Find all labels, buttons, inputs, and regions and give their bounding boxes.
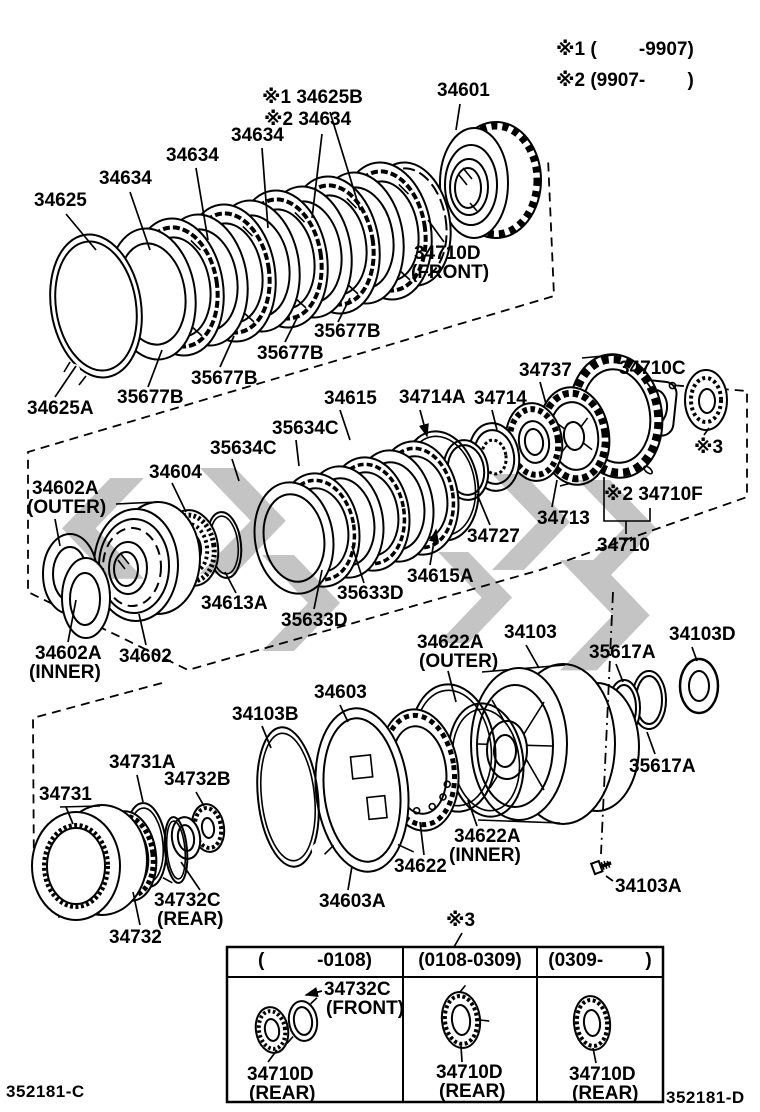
part-label-34727: 34727 <box>467 526 520 547</box>
lower-left-assembly <box>31 707 415 921</box>
part-label-34732: 34732 <box>109 927 162 948</box>
footnote-table-border <box>225 945 665 1104</box>
leader-lines <box>54 103 710 1064</box>
legend-line-1: ※1 ( -9907) <box>556 39 694 60</box>
part-label-INNER: (INNER) <box>449 845 521 866</box>
part-label-REAR: (REAR) <box>157 909 224 930</box>
footnote-table <box>225 945 665 1104</box>
part-label-REAR: (REAR) <box>439 1081 506 1102</box>
part-label-34634: 34634 <box>166 145 219 166</box>
part-label-34732C: 34732C <box>324 979 391 1000</box>
bolt-leader-line <box>600 591 614 855</box>
thrust-washer-34602a-inner <box>61 557 111 639</box>
lower-middle-assembly <box>378 591 720 876</box>
legend-line-2: ※2 (9907- ) <box>556 70 694 91</box>
part-label-35617A: 35617A <box>629 756 696 777</box>
part-label-34737: 34737 <box>519 360 572 381</box>
part-label-34710D: 34710D <box>569 1064 636 1085</box>
part-label-3: ※3 <box>694 437 724 458</box>
table-header-col2: (0108-0309) <box>418 950 522 971</box>
part-label-34714A: 34714A <box>399 387 466 408</box>
part-label-REAR: (REAR) <box>249 1083 316 1104</box>
part-label-34613A: 34613A <box>201 593 268 614</box>
footnote-table-marker: ※3 <box>446 910 476 931</box>
part-label-34615A: 34615A <box>407 566 474 587</box>
table-cell3-ring <box>572 995 612 1051</box>
part-label-34103A: 34103A <box>615 876 682 897</box>
part-label-34713: 34713 <box>537 508 590 529</box>
part-label-35677B: 35677B <box>314 321 381 342</box>
part-label-34732B: 34732B <box>164 769 231 790</box>
part-label-34103B: 34103B <box>232 704 299 725</box>
part-label-35634C: 35634C <box>210 438 277 459</box>
part-label-INNER: (INNER) <box>29 662 101 683</box>
part-label-34603: 34603 <box>314 682 367 703</box>
part-label-34710D: 34710D <box>414 243 481 264</box>
part-label-34601: 34601 <box>437 80 490 101</box>
washer-star3 <box>684 369 728 431</box>
part-label-34602A: 34602A <box>35 643 102 664</box>
page-ref-left: 352181-C <box>6 1082 85 1101</box>
part-label-FRONT: (FRONT) <box>326 998 405 1019</box>
part-label-34625A: 34625A <box>27 398 94 419</box>
table-cell2-ring <box>440 984 490 1049</box>
part-label-34103: 34103 <box>504 622 557 643</box>
part-label-34602: 34602 <box>119 646 172 667</box>
part-label-34714: 34714 <box>474 388 527 409</box>
part-label-35634C: 35634C <box>272 418 339 439</box>
part-label-REAR: (REAR) <box>572 1083 639 1104</box>
part-label-34622A: 34622A <box>454 826 521 847</box>
table-header-col1: ( -0108) <box>257 950 373 971</box>
part-label-34622A: 34622A <box>417 632 484 653</box>
part-label-34710D: 34710D <box>247 1064 314 1085</box>
drum-34601 <box>439 121 542 239</box>
dashed-frame <box>27 157 748 885</box>
part-label-35677B: 35677B <box>191 368 258 389</box>
snap-ring-34625 <box>49 233 143 379</box>
part-label-OUTER: (OUTER) <box>419 651 499 672</box>
page-ref-right: 352181-D <box>666 1088 745 1107</box>
part-label-35677B: 35677B <box>117 387 184 408</box>
table-header-col3: (0309- ) <box>548 950 652 971</box>
washer-34103d <box>678 657 720 715</box>
part-label-34625: 34625 <box>34 190 87 211</box>
middle-assembly <box>42 353 728 639</box>
clutch-plate-stack <box>49 153 452 386</box>
part-label-OUTER: (OUTER) <box>27 497 107 518</box>
part-label-34731: 34731 <box>39 784 92 805</box>
part-label-35677B: 35677B <box>257 343 324 364</box>
part-label-34602A: 34602A <box>32 478 99 499</box>
part-label-34622: 34622 <box>394 856 447 877</box>
drum-34602 <box>93 501 201 622</box>
part-label-34603A: 34603A <box>319 891 386 912</box>
part-label-34634: 34634 <box>231 125 284 146</box>
drum-34731 <box>31 804 148 921</box>
band-34603 <box>314 707 415 873</box>
snap-ring-34103b <box>256 726 324 868</box>
part-label-34103D: 34103D <box>669 624 736 645</box>
part-label-34731A: 34731A <box>109 752 176 773</box>
part-label-35617A: 35617A <box>589 642 656 663</box>
part-label-FRONT: (FRONT) <box>411 262 490 283</box>
part-label-34732C: 34732C <box>154 890 221 911</box>
part-label-234634: ※2 34634 <box>264 109 352 130</box>
part-label-35633D: 35633D <box>281 610 348 631</box>
part-label-35633D: 35633D <box>337 583 404 604</box>
part-label-34710: 34710 <box>597 535 650 556</box>
table-cell1-rings <box>254 997 319 1054</box>
part-label-34615: 34615 <box>324 388 377 409</box>
bolt-34103a <box>589 859 612 876</box>
support-34103 <box>470 663 640 825</box>
part-label-34710D: 34710D <box>436 1062 503 1083</box>
part-label-34604: 34604 <box>149 462 202 483</box>
part-label-34634: 34634 <box>99 168 152 189</box>
part-label-34710C: 34710C <box>619 358 686 379</box>
part-label-134625B: ※1 34625B <box>262 87 363 108</box>
part-label-234710F: ※2 34710F <box>604 484 703 505</box>
